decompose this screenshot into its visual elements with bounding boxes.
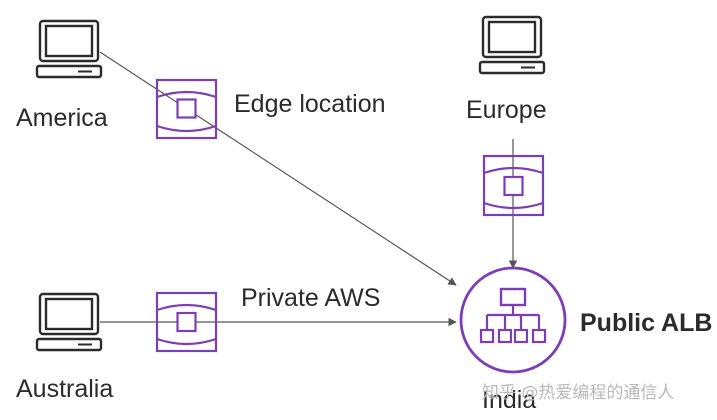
edge-location-icon-europe (482, 154, 545, 217)
node-label-australia: Australia (16, 375, 114, 403)
edge-label-edge-location: Edge location (234, 90, 386, 118)
arrow-america-to-alb (99, 51, 457, 286)
node-label-europe: Europe (466, 96, 547, 124)
node-label-india: India (482, 386, 537, 414)
edge-location-icon-australia (155, 291, 218, 353)
computer-icon-australia (35, 292, 103, 352)
node-label-public-alb: Public ALB (580, 309, 713, 337)
computer-icon-europe (478, 15, 546, 75)
edge-location-icon-america (155, 78, 218, 140)
load-balancer-icon (459, 266, 567, 374)
node-label-america: America (16, 104, 108, 132)
computer-icon-america (35, 19, 103, 79)
watermark: 知乎 @热爱编程的通信人 (482, 383, 675, 403)
edge-label-private-aws: Private AWS (241, 284, 381, 312)
